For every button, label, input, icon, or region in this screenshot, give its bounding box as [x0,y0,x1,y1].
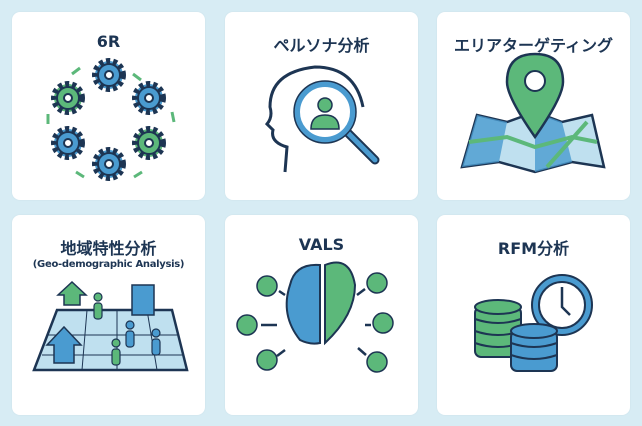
card-title: エリアターゲティング [453,36,614,55]
map-pin-icon [460,52,606,174]
card-6r: 6R [12,12,205,200]
card-persona: ペルソナ分析 [225,12,418,200]
card-title: RFM分析 [497,239,570,258]
city-map-people-icon [32,280,189,372]
card-title: 地域特性分析 [60,239,157,258]
card-title: 6R [96,32,121,51]
card-title: VALS [298,235,345,254]
gears-cycle-icon [46,58,176,181]
coins-clock-icon [474,274,593,372]
card-area-targeting: エリアターゲティング [437,12,630,200]
card-vals: VALS [225,215,418,415]
card-title: ペルソナ分析 [273,36,370,55]
card-rfm: RFM分析 [437,215,630,415]
brain-heart-icon [236,261,394,373]
head-magnifier-icon [264,65,380,173]
card-geo-demographic: 地域特性分析 (Geo-demographic Analysis) [12,215,205,415]
card-subtitle: (Geo-demographic Analysis) [32,259,185,270]
